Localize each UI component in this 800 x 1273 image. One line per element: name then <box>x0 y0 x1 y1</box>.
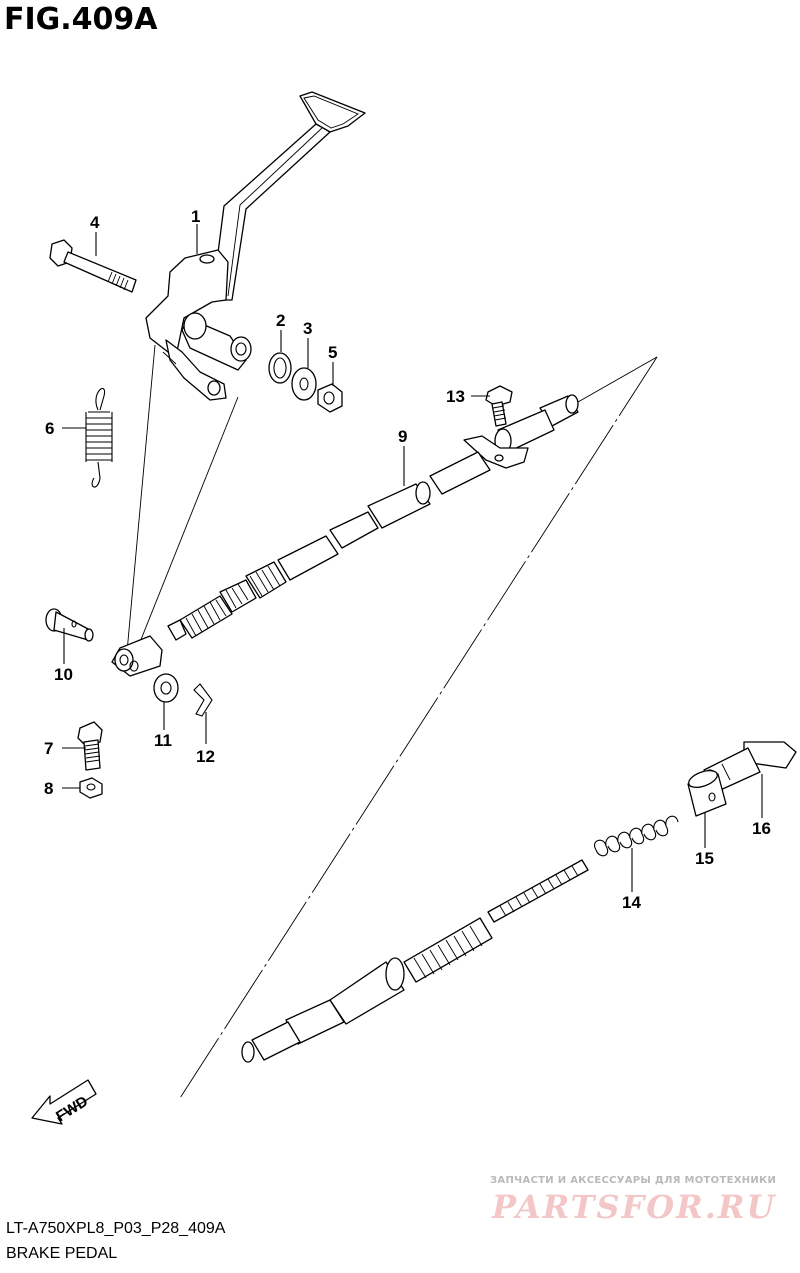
callout-1: 1 <box>191 207 200 226</box>
cable-bolt-part <box>485 385 513 427</box>
washer-pin-part <box>153 673 179 703</box>
callout-12: 12 <box>196 747 215 766</box>
brake-pedal-part <box>145 91 366 401</box>
clevis-pin-part <box>45 608 94 642</box>
pivot-bolt-part <box>49 239 137 293</box>
callout-4: 4 <box>90 213 100 232</box>
callout-14: 14 <box>622 893 641 912</box>
cotter-clip-part <box>193 683 213 717</box>
figure-code: LT-A750XPL8_P03_P28_409A <box>6 1220 226 1237</box>
bolt-part <box>77 721 103 771</box>
callout-6: 6 <box>45 419 54 438</box>
callout-8: 8 <box>44 779 53 798</box>
figure-name: BRAKE PEDAL <box>6 1245 118 1262</box>
brake-cable-lower-part <box>241 815 679 1063</box>
callout-15: 15 <box>695 849 714 868</box>
washer-small-part <box>268 352 292 384</box>
forward-arrow-icon: FWD <box>31 1079 97 1125</box>
callout-13: 13 <box>446 387 465 406</box>
callout-2: 2 <box>276 311 285 330</box>
callout-11: 11 <box>154 731 172 750</box>
figure-title: FIG.409A <box>4 2 158 37</box>
nut-small-part <box>79 777 103 799</box>
nut-part <box>317 383 343 413</box>
callout-5: 5 <box>328 343 337 362</box>
return-spring-part <box>85 388 113 488</box>
callout-9: 9 <box>398 427 407 446</box>
brake-cable-part <box>111 394 579 677</box>
callout-leaders <box>62 224 763 892</box>
joint-part <box>687 770 727 817</box>
callout-10: 10 <box>54 665 73 684</box>
callout-16: 16 <box>752 819 771 838</box>
assembly-guide-lines <box>126 344 658 1099</box>
watermark-logo: PARTSFOR.RU <box>492 1188 777 1226</box>
watermark-caption: ЗАПЧАСТИ И АКСЕССУАРЫ ДЛЯ МОТОТЕХНИКИ <box>490 1175 777 1186</box>
callout-3: 3 <box>303 319 312 338</box>
washer-part <box>291 367 317 401</box>
callout-labels: 1 2 3 4 5 6 7 8 9 10 11 12 13 14 15 16 <box>44 207 771 912</box>
callout-7: 7 <box>44 739 53 758</box>
